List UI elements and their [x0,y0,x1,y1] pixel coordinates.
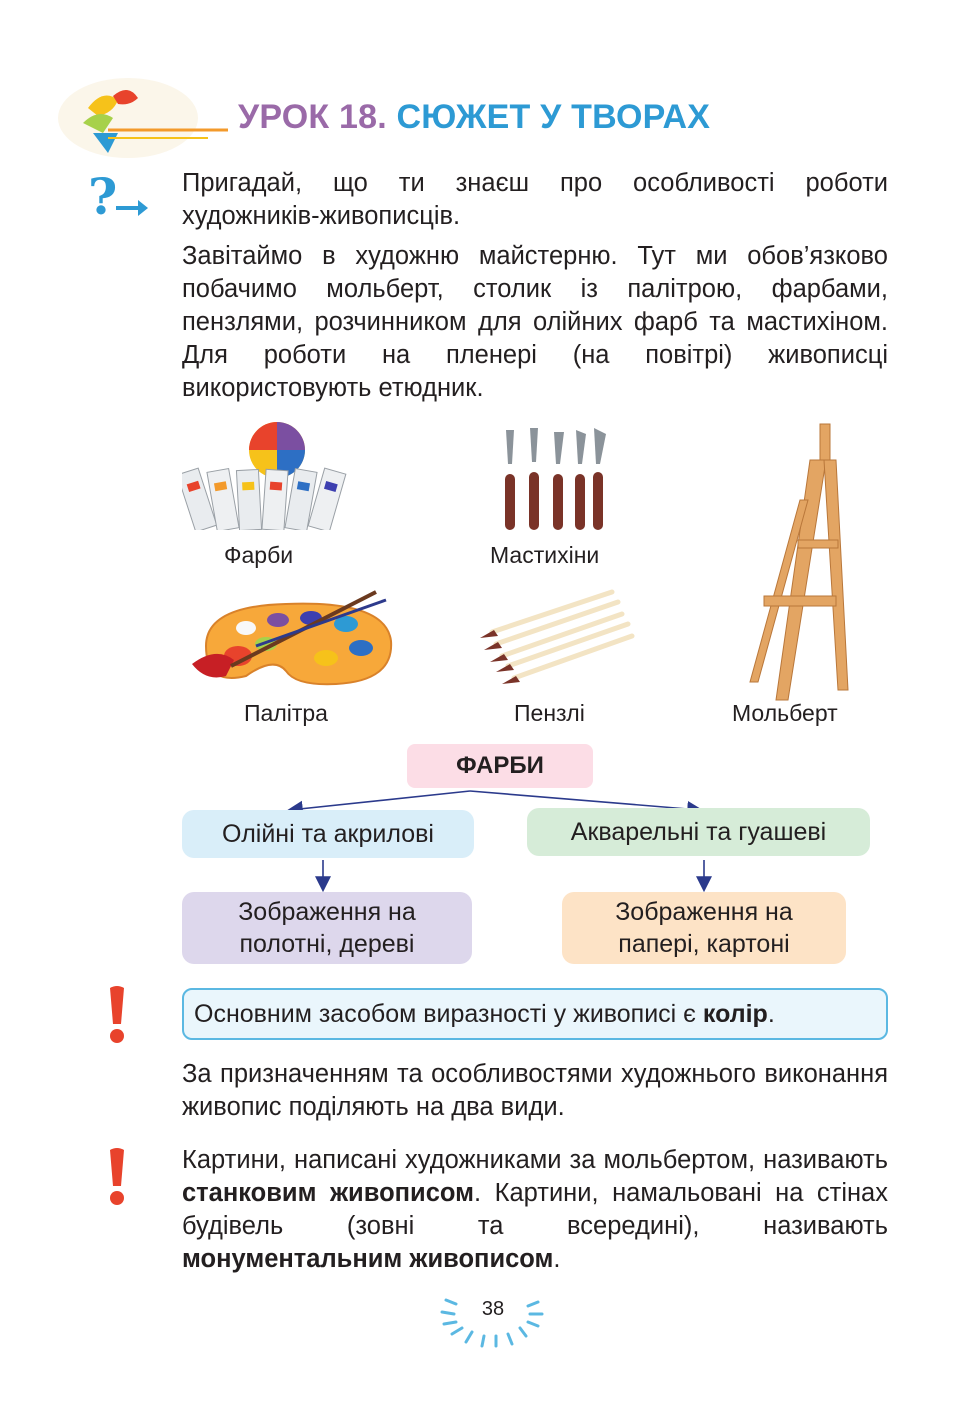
intro-paragraph: Завітаймо в художню майстерню. Тут ми об… [182,242,888,402]
key-note-text: Основним засобом виразності у живописі є… [194,999,775,1028]
brushes-image [480,589,635,684]
paragraph-two: За призначенням та особливостями художнь… [182,1060,888,1121]
brushes-caption: Пензлі [514,700,585,726]
palette-knives-image [505,428,606,530]
key-note-bold: колір [702,999,768,1028]
diagram-arrows [286,790,712,893]
easel-painting-term: станковим живописом [182,1179,475,1207]
diagram-root-box: ФАРБИ [407,744,593,788]
diagram-right-branch: Акварельні та гуашеві [527,808,870,856]
diagram-left-leaf: Зображення на полотні, дереві [182,892,472,964]
question-text: Пригадай, що ти знаєш про особливості ро… [182,169,888,230]
arrow-to-left-branch [286,790,471,817]
lesson-decoration-icon [58,78,228,158]
paints-caption: Фарби [224,542,294,568]
exclamation-icon [110,986,124,1043]
diagram-left-branch: Олійні та акрилові [182,810,474,858]
palette-knives-caption: Мастихіни [490,542,600,568]
svg-text:?: ? [88,170,117,220]
left-leaf-label: Зображення на полотні, дереві [238,898,416,958]
lesson-title: УРОК 18. СЮЖЕТ У ТВОРАХ [238,98,710,137]
right-branch-label: Акварельні та гуашеві [570,818,827,846]
page-number-rays [440,1298,544,1348]
monumental-painting-term: монументальним живописом [182,1245,554,1273]
key-note-box: Основним засобом виразності у живописі є… [182,988,888,1040]
paints-image [182,420,348,530]
left-branch-label: Олійні та акрилові [222,820,434,848]
lesson-number: УРОК 18. [238,98,387,136]
palette-caption: Палітра [244,700,328,726]
right-leaf-label: Зображення на папері, картоні [615,898,793,958]
easel-image [749,423,849,701]
diagram-right-leaf: Зображення на папері, картоні [562,892,846,964]
lesson-topic: СЮЖЕТ У ТВОРАХ [396,98,711,136]
exclamation-icon-2 [110,1148,124,1205]
diagram-root-label: ФАРБИ [456,752,544,779]
arrow-to-right-branch [469,790,704,817]
easel-caption: Мольберт [732,700,838,726]
palette-image [192,590,393,686]
question-arrow-icon: ? [88,170,148,220]
key-note-two: Картини, написані художниками за мольбер… [182,1146,888,1273]
page-number: 38 [481,1298,505,1320]
